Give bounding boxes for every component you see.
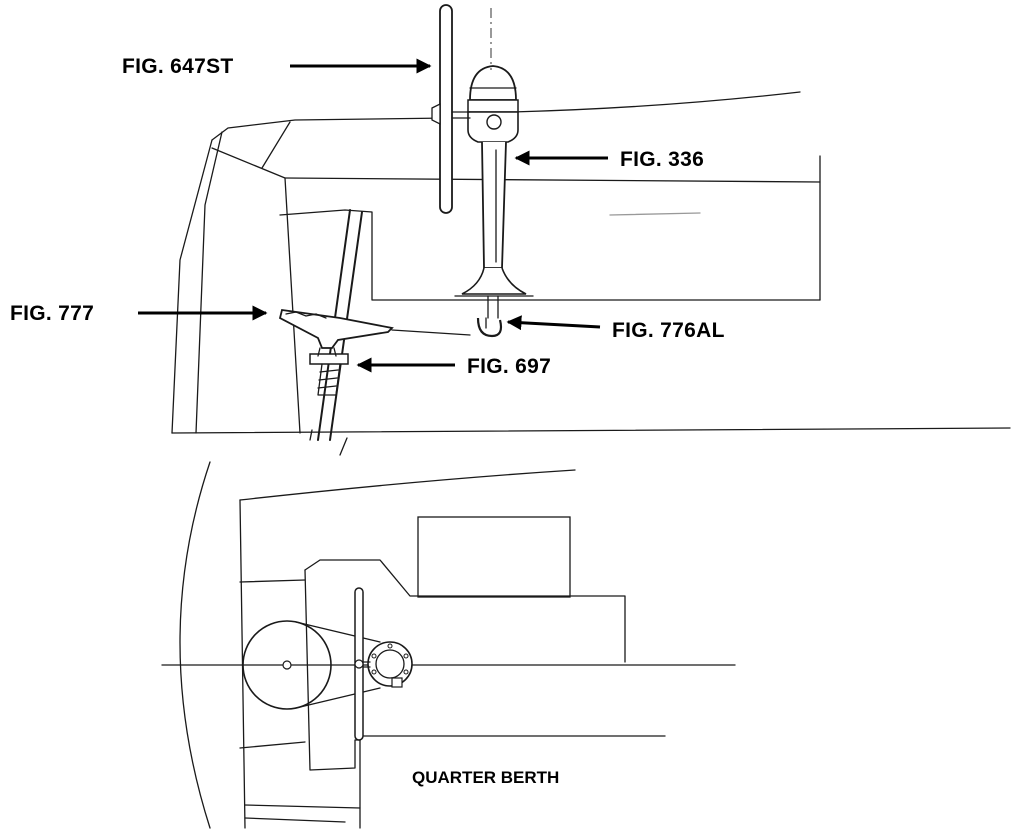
side-elevation-view bbox=[171, 4, 1011, 456]
label-text: FIG. 776AL bbox=[612, 319, 725, 342]
steering-pedestal bbox=[454, 65, 534, 319]
sole-line bbox=[171, 427, 1011, 434]
label-fig-777: FIG. 777 bbox=[10, 302, 268, 325]
label-fig-336: FIG. 336 bbox=[514, 148, 704, 171]
quadrant-plan bbox=[242, 620, 332, 710]
hull-aft-line bbox=[171, 139, 213, 434]
label-text: FIG. 697 bbox=[467, 355, 551, 378]
steering-wheel-edge-view bbox=[431, 4, 471, 214]
idler-sheave bbox=[476, 317, 503, 338]
hull-side-top bbox=[239, 469, 576, 501]
label-quarter-berth: QUARTER BERTH bbox=[412, 768, 559, 787]
rudder-stock-collar bbox=[309, 353, 349, 396]
seat-box bbox=[279, 209, 821, 301]
label-fig-697: FIG. 697 bbox=[356, 355, 551, 378]
transom-curve bbox=[179, 461, 211, 829]
pedestal-base-plan bbox=[362, 641, 413, 688]
cockpit-well bbox=[304, 559, 626, 663]
label-fig-776al: FIG. 776AL bbox=[506, 315, 725, 342]
arrow bbox=[506, 315, 601, 331]
cable-line bbox=[391, 329, 471, 336]
quarter-berth-outline bbox=[417, 516, 571, 598]
seat-top bbox=[284, 177, 821, 183]
label-text: FIG. 336 bbox=[620, 148, 704, 171]
radial-drive-wheel bbox=[278, 308, 471, 357]
label-fig-647st: FIG. 647ST bbox=[122, 55, 432, 78]
label-text: FIG. 777 bbox=[10, 302, 94, 325]
label-text: FIG. 647ST bbox=[122, 55, 234, 78]
plan-view bbox=[161, 461, 736, 829]
coaming-top bbox=[211, 117, 451, 141]
deck-sheer bbox=[511, 91, 801, 113]
